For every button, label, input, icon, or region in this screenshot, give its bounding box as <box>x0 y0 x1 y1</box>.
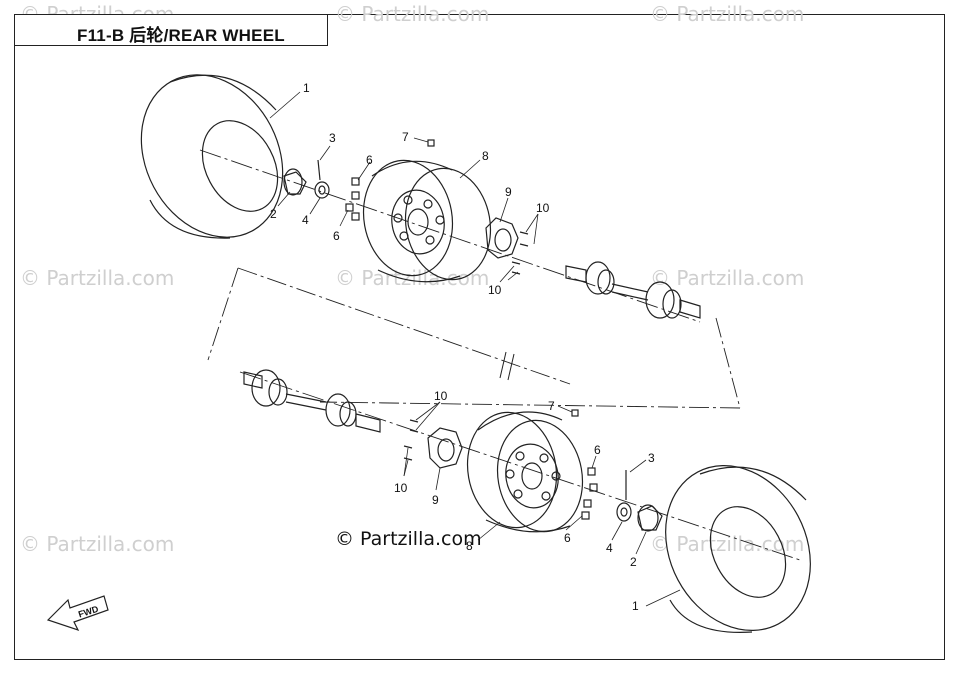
center-watermark: © Partzilla.com <box>335 528 482 550</box>
wheel-rim-bottom <box>466 411 584 533</box>
hub-cap-bottom <box>637 504 663 532</box>
callout-label: 9 <box>505 185 512 199</box>
lug-nuts-bottom <box>581 467 598 520</box>
drive-shaft-bottom <box>243 369 381 433</box>
callout-label: 6 <box>564 531 571 545</box>
callout-label: 1 <box>303 81 310 95</box>
shaft-connection-line <box>207 267 741 409</box>
callout-label: 8 <box>466 539 473 553</box>
watermark: © Partzilla.com <box>650 2 805 26</box>
wheel-rim-top <box>362 159 492 283</box>
callout-label: 10 <box>488 283 502 297</box>
rear-tire-bottom <box>665 465 811 633</box>
callout-label: 10 <box>434 389 448 403</box>
watermark: © Partzilla.com <box>20 532 175 556</box>
callout-label: 3 <box>648 451 655 465</box>
title-box: F11-B 后轮/REAR WHEEL <box>14 14 328 46</box>
page-title: F11-B 后轮/REAR WHEEL <box>77 26 285 45</box>
callout-label: 6 <box>594 443 601 457</box>
callout-label: 6 <box>366 153 373 167</box>
callout-label: 2 <box>270 207 277 221</box>
callout-label: 3 <box>329 131 336 145</box>
wheel-studs-bottom <box>403 419 419 461</box>
leader-lines <box>269 91 681 607</box>
watermark: © Partzilla.com <box>335 2 490 26</box>
castle-nut-top <box>314 181 330 199</box>
lug-nuts-top <box>345 177 360 221</box>
callout-label: 2 <box>630 555 637 569</box>
rear-tire-top <box>140 74 284 239</box>
wheel-hub-bottom <box>427 427 463 469</box>
hub-cap-top <box>283 168 307 196</box>
callout-label: 10 <box>536 201 550 215</box>
callout-label: 1 <box>632 599 639 613</box>
callout-label: 9 <box>432 493 439 507</box>
wheel-hub-top <box>485 217 519 259</box>
callout-label: 8 <box>482 149 489 163</box>
drive-shaft-top <box>565 261 701 319</box>
watermark: © Partzilla.com <box>650 266 805 290</box>
page-frame <box>14 14 945 660</box>
callout-label: 10 <box>394 481 408 495</box>
callout-label: 4 <box>606 541 613 555</box>
valve-stem-bottom <box>571 409 579 417</box>
wheel-studs-top <box>511 231 529 275</box>
callout-label: 4 <box>302 213 309 227</box>
watermark: © Partzilla.com <box>20 266 175 290</box>
valve-stem-top <box>427 139 435 147</box>
cotter-pin-top <box>317 159 321 181</box>
callout-label: 7 <box>548 399 555 413</box>
callout-label: 7 <box>402 130 409 144</box>
fwd-arrow-icon <box>46 595 109 632</box>
callout-label: 6 <box>333 229 340 243</box>
castle-nut-bottom <box>616 502 632 522</box>
